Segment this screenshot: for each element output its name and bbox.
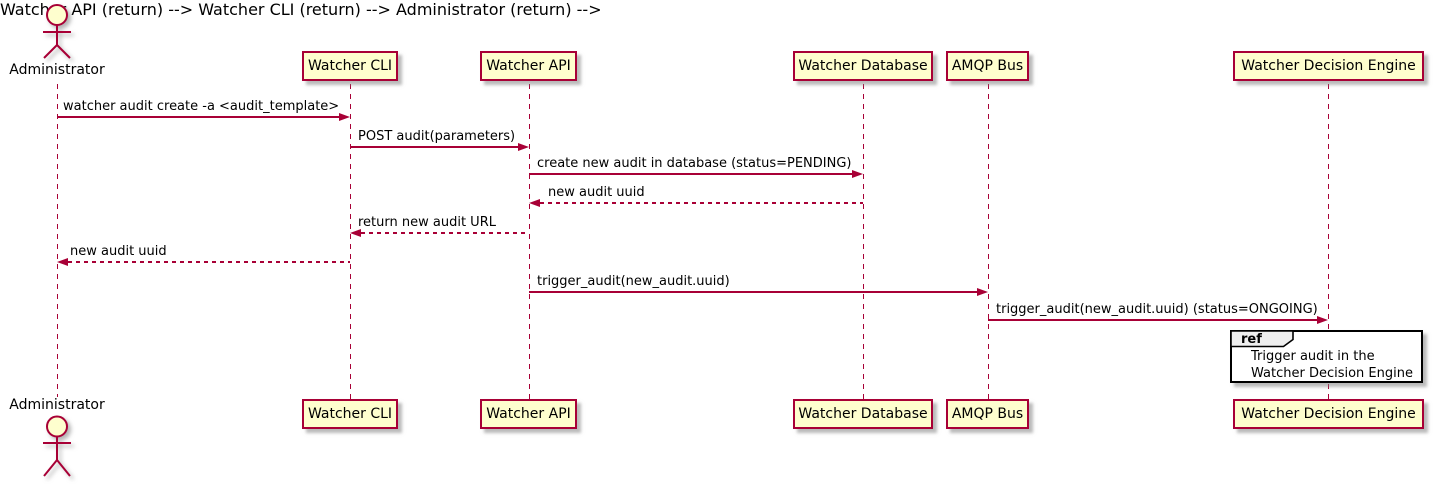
actor-top-label: Administrator [9,62,105,78]
message-1-label: POST audit(parameters) [358,129,516,144]
participant-top-watcher-database: Watcher Database [793,51,933,81]
lifeline-watcher-database [863,84,864,399]
message-7-label: trigger_audit(new_audit.uuid) (status=ON… [996,302,1318,317]
actor-bottom-label: Administrator [9,397,105,413]
message-2-line [529,173,852,175]
message-6-line [529,291,977,293]
participant-top-watcher-cli: Watcher CLI [302,51,398,81]
message-1-line [350,146,518,148]
participant-bottom-watcher-decision-engine: Watcher Decision Engine [1233,399,1424,429]
message-5-line [68,261,350,263]
person-icon [43,4,71,59]
participant-bottom-watcher-cli: Watcher CLI [302,399,398,429]
arrowhead-icon [852,170,863,178]
message-3-line [540,202,863,204]
arrowhead-icon [977,288,988,296]
message-7-line [988,319,1317,321]
ref-text-line2: Watcher Decision Engine [1251,366,1413,381]
lifeline-amqp-bus [988,84,989,399]
arrowhead-icon [339,113,350,121]
lifeline-watcher-cli [350,84,351,399]
ref-keyword: ref [1241,332,1262,347]
participant-bottom-amqp-bus: AMQP Bus [946,399,1029,429]
arrowhead-icon [518,143,529,151]
lifeline-watcher-decision-engine [1328,84,1329,399]
participant-bottom-watcher-api: Watcher API [480,399,577,429]
message-0-line [57,116,339,118]
message-5-label: new audit uuid [70,244,167,259]
lifeline-watcher-api [529,84,530,399]
person-icon [43,415,71,477]
arrowhead-icon [350,229,361,237]
ref-text-line1: Trigger audit in the [1251,349,1375,364]
message-3-label: new audit uuid [548,185,645,200]
arrowhead-icon [57,258,68,266]
ref-fragment: ref Trigger audit in the Watcher Decisio… [1230,330,1423,383]
ref-tab-shape [1230,330,1294,348]
lifeline-administrator [57,84,58,397]
participant-bottom-watcher-database: Watcher Database [793,399,933,429]
participant-top-amqp-bus: AMQP Bus [946,51,1029,81]
message-4-line [361,232,529,234]
message-2-label: create new audit in database (status=PEN… [537,156,852,171]
participant-top-watcher-api: Watcher API [480,51,577,81]
message-0-label: watcher audit create -a <audit_template> [63,99,340,114]
arrowhead-icon [1317,316,1328,324]
message-6-label: trigger_audit(new_audit.uuid) [537,274,730,289]
participant-top-watcher-decision-engine: Watcher Decision Engine [1233,51,1424,81]
message-4-label: return new audit URL [358,215,496,230]
arrowhead-icon [529,199,540,207]
